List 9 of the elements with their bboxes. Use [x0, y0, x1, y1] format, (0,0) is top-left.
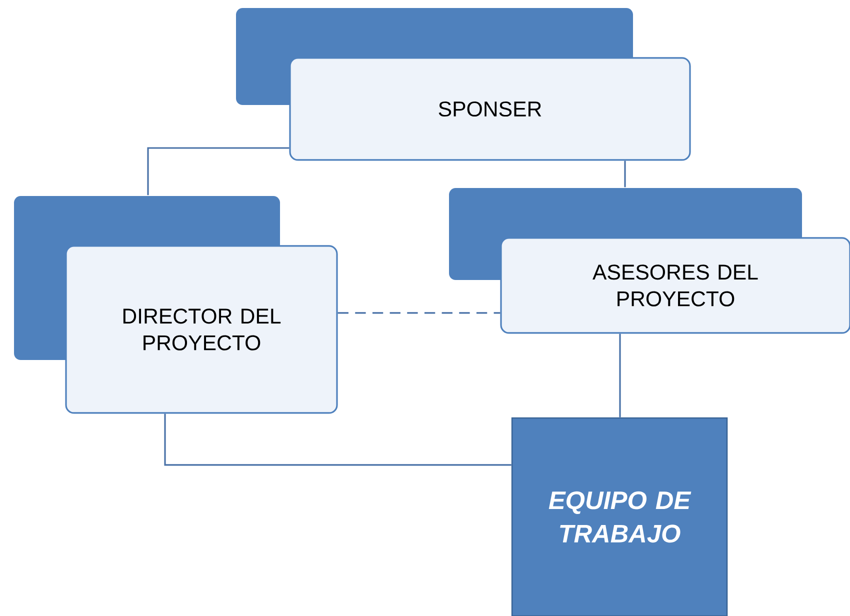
stacked-box: SPONSER	[236, 8, 691, 161]
stacked-box: ASESORES DEL PROYECTO	[449, 188, 850, 334]
connector-line	[147, 147, 290, 196]
connector-line	[619, 334, 621, 418]
connector-line	[338, 312, 500, 314]
connector-line	[624, 160, 626, 188]
box: EQUIPO DE TRABAJO	[511, 417, 728, 616]
connector-line	[164, 414, 512, 466]
stacked-box: DIRECTOR DEL PROYECTO	[14, 196, 338, 414]
